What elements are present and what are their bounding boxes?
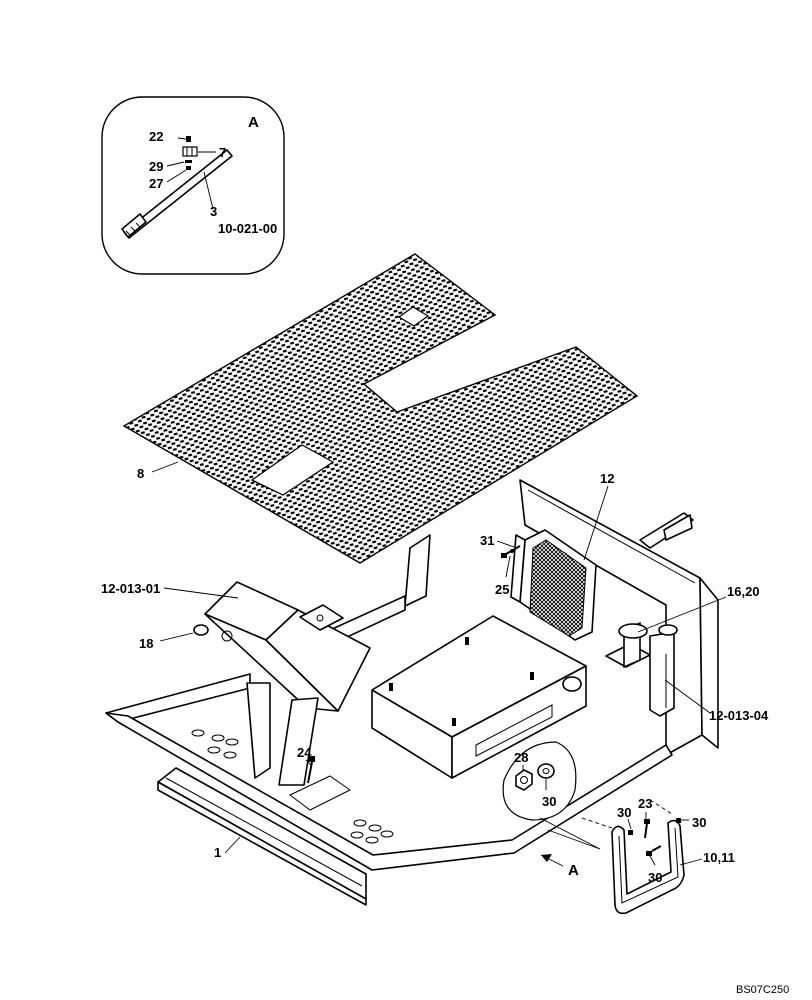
callout-22: 22 — [149, 129, 163, 144]
clip-hardware — [182, 136, 198, 170]
nut-washer-bubble: 28 30 — [502, 741, 601, 850]
callout-18: 18 — [139, 636, 153, 651]
view-arrow-label: A — [568, 862, 579, 879]
extinguisher-bracket — [605, 622, 651, 668]
bolt-left — [307, 756, 315, 784]
drawing-number: BS07C250 — [736, 984, 789, 996]
detail-ref-code: 10-021-00 — [218, 221, 277, 236]
cylinder-extinguisher — [649, 624, 678, 717]
callout-31: 31 — [480, 533, 494, 548]
callout-8: 8 — [137, 466, 144, 481]
view-arrow-a: A — [540, 854, 579, 879]
bolt-top — [501, 545, 521, 558]
side-plate — [157, 767, 367, 906]
floor-holes — [191, 729, 394, 844]
callout-12-013-04: 12-013-04 — [709, 708, 769, 723]
callout-30c: 30 — [692, 815, 706, 830]
washer-part — [537, 763, 555, 779]
floor-mat — [122, 253, 639, 564]
step-assembly — [581, 799, 685, 915]
callout-7: 7 — [219, 145, 226, 160]
floor-frame — [105, 479, 719, 871]
pin-part — [193, 624, 209, 636]
battery-box — [371, 615, 587, 779]
callout-30a: 30 — [542, 794, 556, 809]
callout-30d: 30 — [648, 870, 662, 885]
callout-12-013-01: 12-013-01 — [101, 581, 160, 596]
callout-28: 28 — [514, 750, 528, 765]
callout-25: 25 — [495, 582, 509, 597]
seat-support — [510, 529, 597, 641]
nut-part — [515, 769, 533, 791]
callout-30b: 30 — [617, 805, 631, 820]
callout-3: 3 — [210, 204, 217, 219]
rod-part — [121, 149, 233, 239]
callout-23: 23 — [638, 796, 652, 811]
detail-a-bubble: A 22 7 29 27 3 10-021-00 — [101, 96, 285, 275]
callout-1: 1 — [214, 845, 221, 860]
callout-29: 29 — [149, 159, 163, 174]
callout-10-11: 10,11 — [703, 850, 735, 865]
detail-letter: A — [248, 114, 259, 131]
callout-16-20: 16,20 — [727, 584, 760, 599]
callout-12: 12 — [600, 471, 614, 486]
callout-24: 24 — [297, 745, 312, 760]
callout-27: 27 — [149, 176, 163, 191]
